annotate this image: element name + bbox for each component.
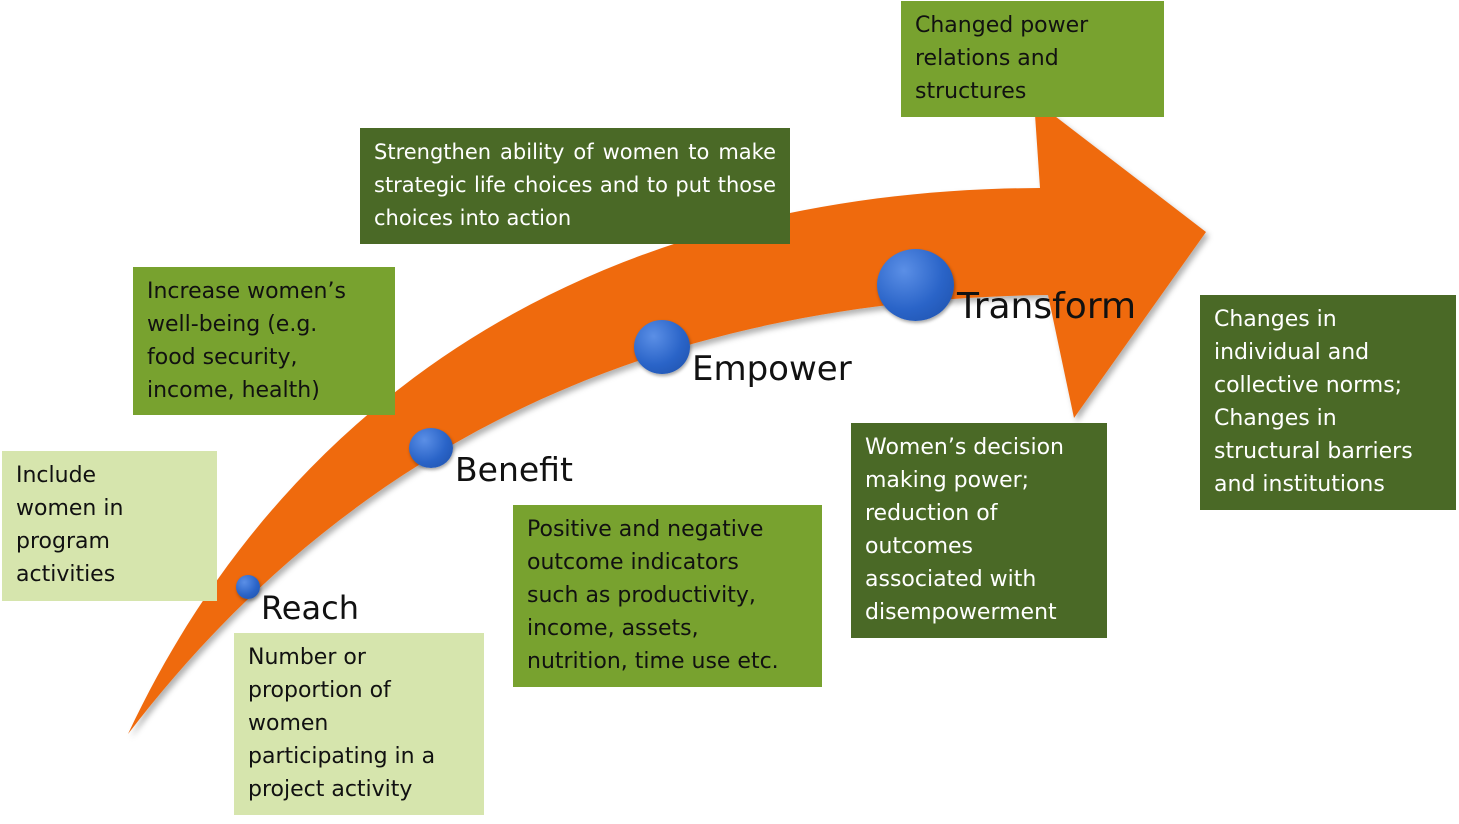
stage-label-empower: Empower [692, 349, 852, 389]
benefit-goal-box: Increase women’s well-being (e.g. food s… [133, 267, 395, 415]
transform-goal-box: Changed power relations and structures [901, 1, 1164, 117]
reach-goal-box: Include women in program activities [2, 451, 217, 601]
reach-indicator-box: Number or proportion of women participat… [234, 633, 484, 815]
transform-indicator-box: Changes in individual and collective nor… [1200, 295, 1456, 510]
benefit-indicator-box: Positive and negative outcome indicators… [513, 505, 822, 687]
stage-label-reach: Reach [261, 589, 359, 627]
reach-dot [236, 575, 260, 599]
stage-label-transform: Transform [957, 286, 1137, 327]
empower-indicator-box: Women’s decision making power; reduction… [851, 423, 1107, 638]
benefit-dot [409, 428, 453, 468]
empower-dot [634, 320, 690, 374]
empower-goal-box: Strengthen ability of women to make stra… [360, 128, 790, 244]
transform-dot [877, 249, 954, 321]
stage-label-benefit: Benefit [455, 450, 573, 489]
